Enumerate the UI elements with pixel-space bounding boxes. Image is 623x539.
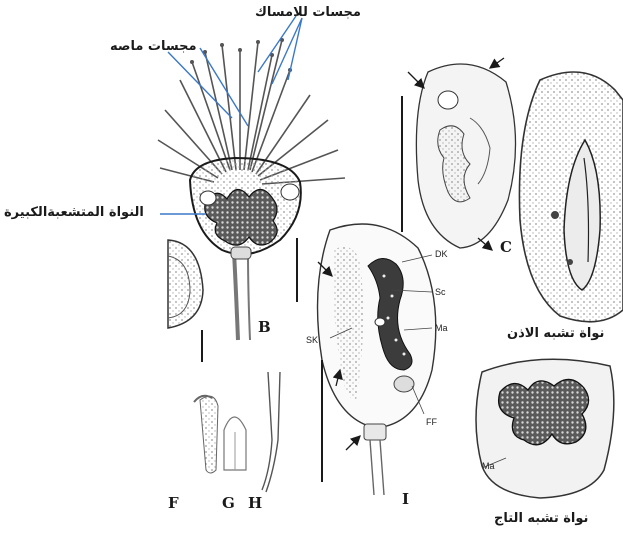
label-ma: Ma <box>435 324 448 333</box>
panel-label-b: B <box>258 320 271 335</box>
panel-c-organism <box>402 58 516 250</box>
panel-label-i: I <box>402 492 409 507</box>
label-ff: FF <box>426 418 437 427</box>
panel-label-f: F <box>168 496 179 511</box>
partial-cell-left <box>168 240 203 362</box>
panels-fgh <box>194 372 280 492</box>
label-sc: Sc <box>435 288 446 297</box>
label-sk: SK <box>306 336 318 345</box>
panel-label-h: H <box>248 496 262 511</box>
crown-nucleus-cell <box>476 359 614 498</box>
panel-label-c: C <box>500 240 512 255</box>
ear-nucleus-cell <box>519 72 623 322</box>
annotation-ear-nucleus: نواة تشبه الاذن <box>507 327 604 340</box>
annotation-branched-macronucleus: النواة المتشعبةالكبيرة <box>4 206 144 219</box>
annotation-adhesive-tentacles: مجسات للامساك <box>255 6 361 19</box>
label-dk: DK <box>435 250 448 259</box>
annotation-sucking-tentacles: مجسات ماصه <box>110 40 197 53</box>
annotation-crown-nucleus: نواة تشبه التاج <box>494 512 588 525</box>
panel-label-g: G <box>222 496 235 511</box>
label-ma-crown: Ma <box>482 462 495 471</box>
panel-i-organism <box>318 224 436 495</box>
